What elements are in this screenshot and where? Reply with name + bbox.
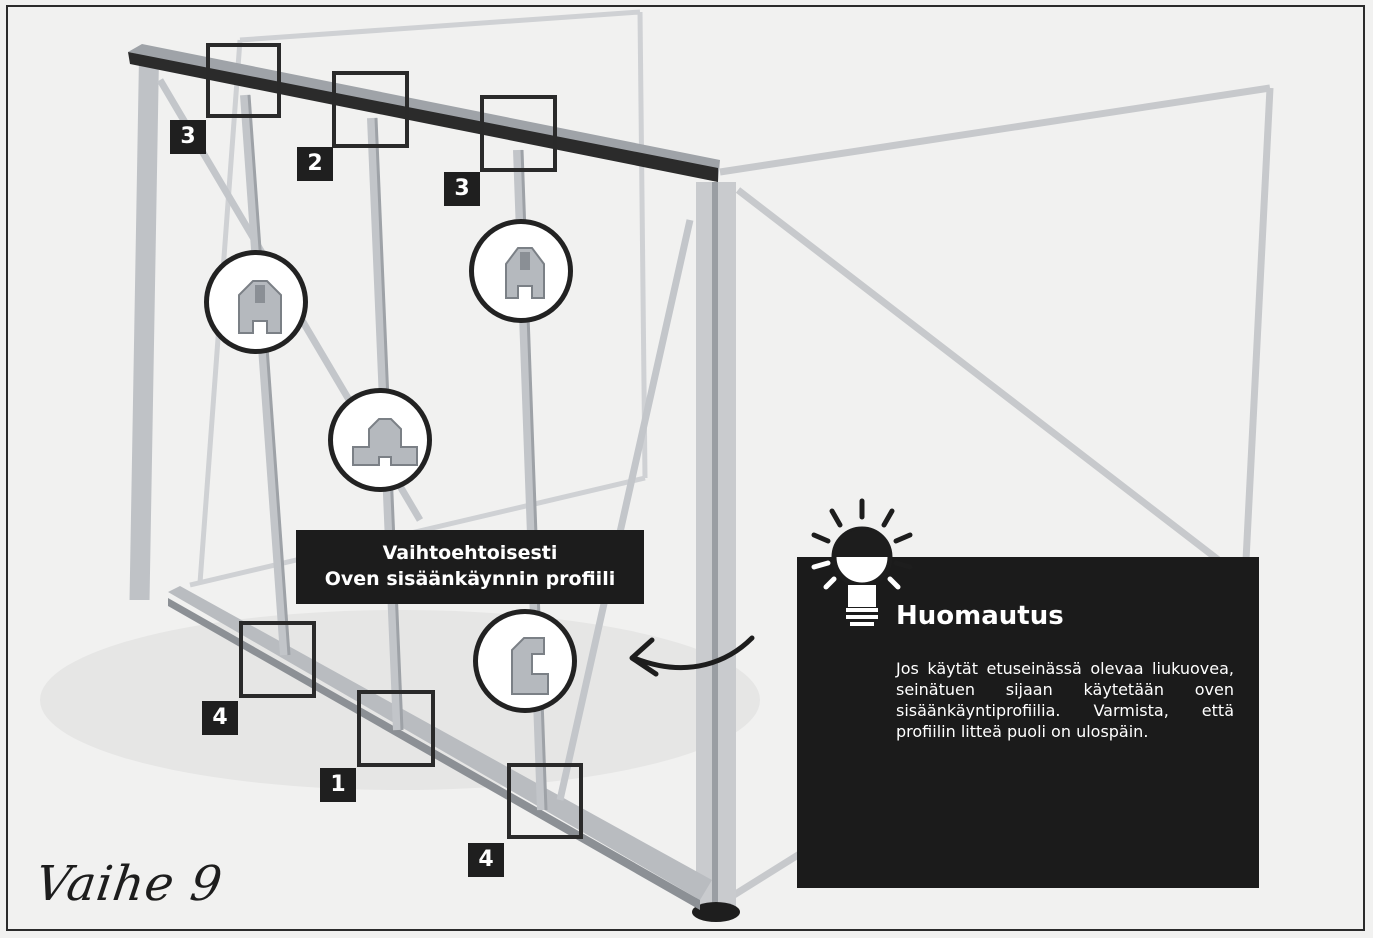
profile-detail-right — [469, 219, 573, 323]
alternative-label-line1: Vaihtoehtoisesti — [382, 542, 558, 564]
marker-box-top-middle — [332, 71, 409, 148]
marker-box-bottom-middle — [357, 690, 435, 767]
marker-label-top-middle: 2 — [297, 147, 333, 181]
marker-label-top-right: 3 — [444, 172, 480, 206]
profile-detail-left — [204, 250, 308, 354]
marker-box-top-left — [206, 43, 281, 118]
alternative-profile-label: Vaihtoehtoisesti Oven sisäänkäynnin prof… — [296, 530, 644, 604]
note-title: Huomautus — [896, 601, 1064, 631]
marker-label-bottom-right: 4 — [468, 843, 504, 877]
profile-detail-middle — [328, 388, 432, 492]
marker-label-bottom-middle: 1 — [320, 768, 356, 802]
note-panel: Huomautus Jos käytät etuseinässä olevaa … — [797, 557, 1259, 888]
curved-arrow-icon — [629, 635, 755, 677]
marker-box-bottom-right — [507, 763, 583, 839]
marker-label-bottom-left: 4 — [202, 701, 238, 735]
step-label: Vaihe 9 — [32, 856, 227, 912]
page-border — [6, 5, 1365, 931]
marker-box-bottom-left — [239, 621, 316, 698]
lightbulb-icon — [811, 498, 913, 626]
door-profile-detail — [473, 609, 577, 713]
marker-box-top-right — [480, 95, 557, 172]
alternative-label-line2: Oven sisäänkäynnin profiili — [324, 568, 616, 590]
marker-label-top-left: 3 — [170, 120, 206, 154]
note-text: Jos käytät etuseinässä olevaa liukuovea,… — [896, 659, 1234, 741]
